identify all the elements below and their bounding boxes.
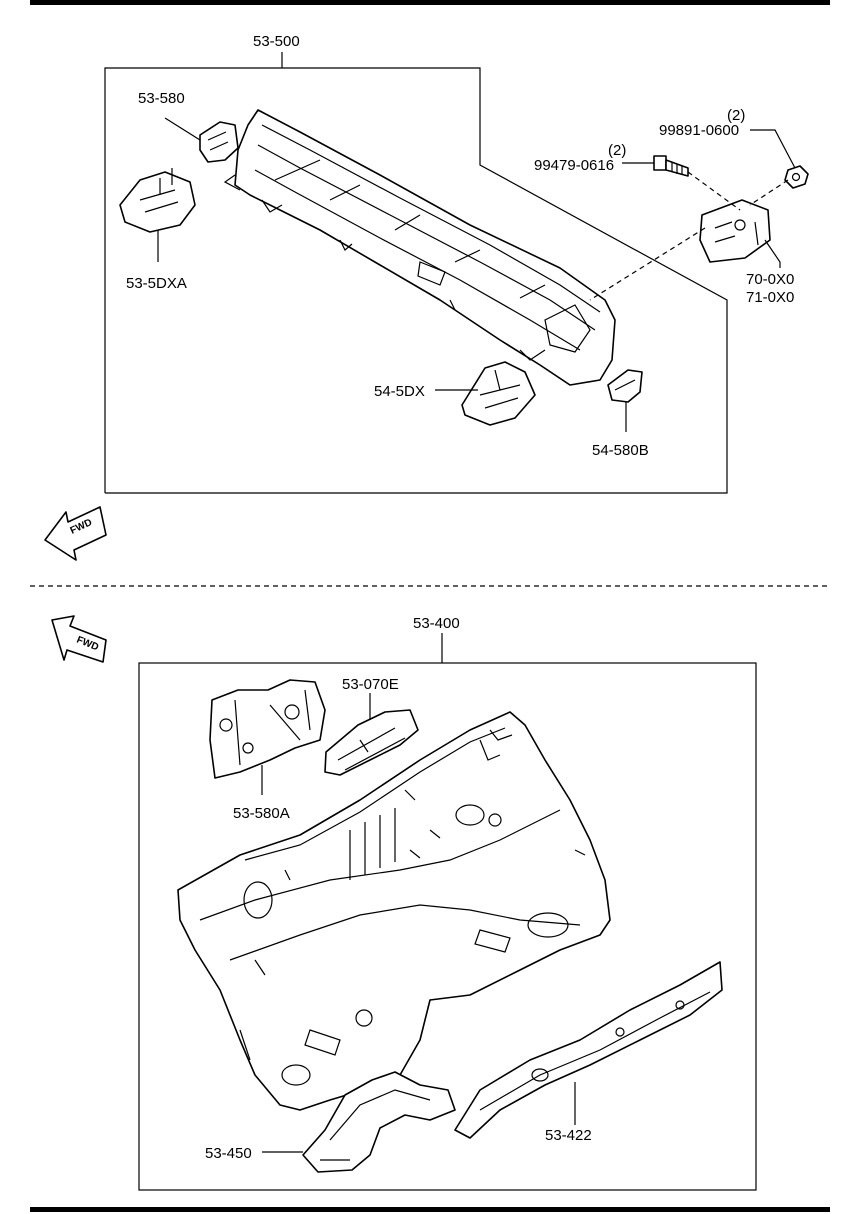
- leader-nut: [750, 129, 796, 169]
- bottom-rule: [30, 1207, 830, 1212]
- member-53-450[interactable]: [302, 1071, 456, 1173]
- label-53-5dxa: 53-5DXA: [126, 275, 187, 292]
- lower-section: FWD 53-400: [51, 615, 757, 1191]
- label-53-580: 53-580: [138, 90, 185, 107]
- upper-assembly-frame: [104, 67, 728, 494]
- reinforcement-53-580a[interactable]: [209, 679, 326, 779]
- bracket-53-580[interactable]: [199, 121, 239, 163]
- top-rule: [30, 0, 830, 5]
- lower-assembly-label: 53-400: [413, 615, 460, 632]
- leader-53-580: [164, 117, 201, 141]
- leader-side-bracket: [764, 239, 781, 268]
- fwd-arrow-icon-lower: FWD: [51, 615, 107, 663]
- label-side-bracket-a: 70-0X0: [746, 271, 794, 288]
- label-side-bracket-b: 71-0X0: [746, 289, 794, 306]
- label-53-070e: 53-070E: [342, 676, 399, 693]
- label-nut: 99891-0600: [659, 122, 739, 139]
- bracket-53-5dxa[interactable]: [119, 168, 196, 233]
- nut-qty: (2): [727, 107, 745, 124]
- cowl-panel[interactable]: [223, 109, 616, 386]
- upper-section: 53-500 53-580 53-5DXA: [44, 33, 809, 561]
- nut-icon[interactable]: [784, 165, 809, 189]
- label-53-450: 53-450: [205, 1145, 252, 1162]
- nut-alignment-line: [749, 179, 789, 206]
- bracket-54-580b[interactable]: [607, 369, 643, 403]
- label-54-5dx: 54-5DX: [374, 383, 425, 400]
- upper-assembly-label: 53-500: [253, 33, 300, 50]
- bolt-alignment-line: [687, 171, 741, 211]
- reinforcement-53-070e[interactable]: [324, 709, 419, 776]
- lower-assembly-frame: [138, 662, 757, 1191]
- label-54-580b: 54-580B: [592, 442, 649, 459]
- bolt-qty: (2): [608, 142, 626, 159]
- bracket-54-5dx[interactable]: [461, 361, 536, 426]
- label-53-422: 53-422: [545, 1127, 592, 1144]
- label-53-580a: 53-580A: [233, 805, 290, 822]
- dash-panel[interactable]: [177, 711, 611, 1111]
- label-bolt: 99479-0616: [534, 157, 614, 174]
- fwd-arrow-icon: FWD: [44, 506, 107, 561]
- member-53-422[interactable]: [454, 961, 723, 1139]
- bracket-70-0x0[interactable]: [699, 199, 771, 263]
- bracket-alignment-line: [589, 227, 706, 301]
- bolt-icon[interactable]: [653, 155, 689, 177]
